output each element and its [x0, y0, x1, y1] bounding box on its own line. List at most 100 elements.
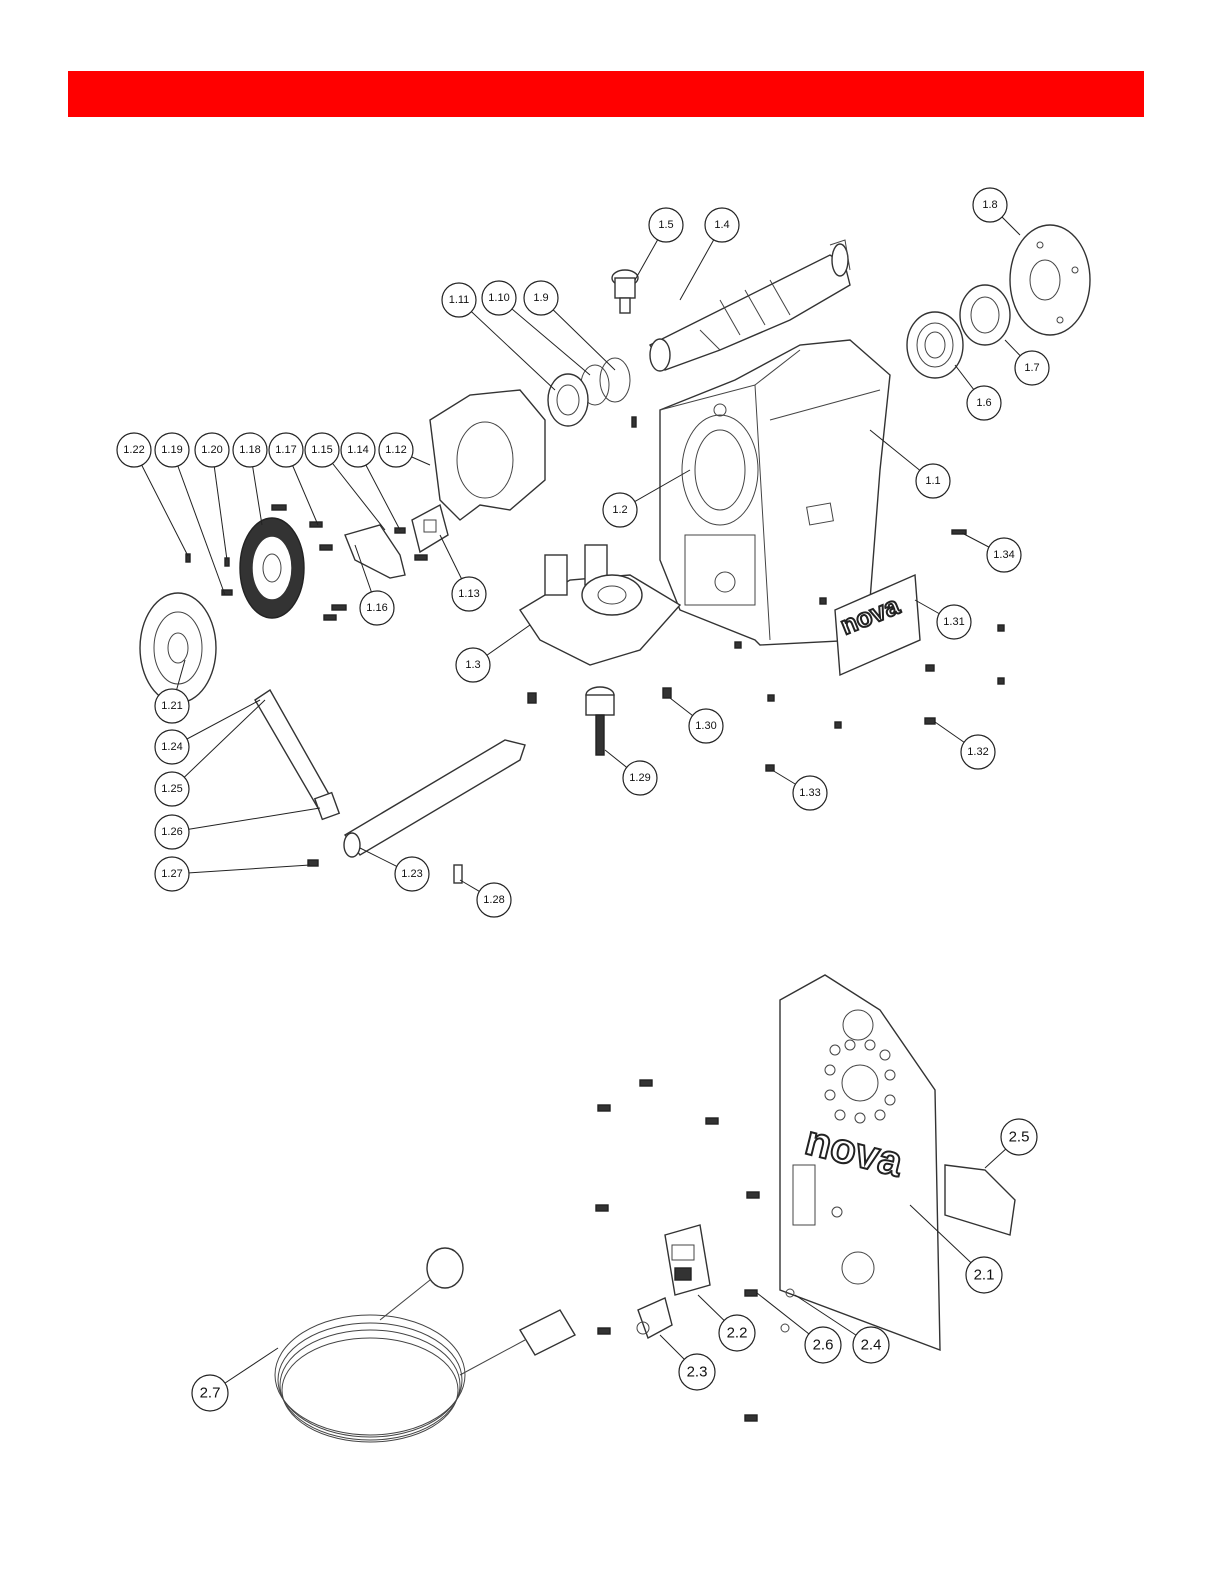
callout-1-27: 1.27 [155, 857, 189, 891]
callout-1-21: 1.21 [155, 689, 189, 723]
svg-text:1.24: 1.24 [161, 741, 182, 753]
part-circuit-breaker [637, 1298, 672, 1338]
svg-text:1.12: 1.12 [385, 444, 406, 456]
part-switch [412, 505, 448, 552]
part-housing [660, 340, 890, 645]
svg-text:1.6: 1.6 [976, 397, 991, 409]
part-bearing-rear [907, 312, 963, 378]
svg-text:1.34: 1.34 [993, 549, 1014, 561]
svg-text:1.27: 1.27 [161, 868, 182, 880]
svg-text:1.13: 1.13 [458, 588, 479, 600]
part-rear-cover [1010, 225, 1090, 335]
part-power-inlet [665, 1225, 710, 1295]
callout-1-33: 1.33 [793, 776, 827, 810]
part-shaft [344, 740, 525, 857]
svg-text:2.1: 2.1 [974, 1267, 995, 1284]
svg-text:1.7: 1.7 [1024, 362, 1039, 374]
part-rear-panel: nova [780, 975, 940, 1350]
callout-1-22: 1.22 [117, 433, 151, 467]
callout-1-34: 1.34 [987, 538, 1021, 572]
callout-1-12: 1.12 [379, 433, 413, 467]
svg-text:1.22: 1.22 [123, 444, 144, 456]
svg-text:1.11: 1.11 [449, 294, 470, 306]
callout-2-1: 2.1 [966, 1257, 1002, 1293]
svg-text:1.5: 1.5 [658, 219, 673, 231]
callout-1-16: 1.16 [360, 591, 394, 625]
callout-2-5: 2.5 [1001, 1119, 1037, 1155]
svg-text:1.18: 1.18 [239, 444, 260, 456]
svg-text:1.26: 1.26 [161, 826, 182, 838]
callout-1-15: 1.15 [305, 433, 339, 467]
callout-1-28: 1.28 [477, 883, 511, 917]
svg-text:1.16: 1.16 [366, 602, 387, 614]
svg-text:1.30: 1.30 [695, 720, 716, 732]
part-locking-knob [586, 687, 614, 755]
callout-2-4: 2.4 [853, 1327, 889, 1363]
headstock-assembly: nova [140, 225, 1090, 883]
callout-1-17: 1.17 [269, 433, 303, 467]
svg-text:1.31: 1.31 [943, 616, 964, 628]
part-index-wheel [240, 518, 304, 618]
svg-text:1.4: 1.4 [714, 219, 729, 231]
callout-1-7: 1.7 [1015, 351, 1049, 385]
callout-1-23: 1.23 [395, 857, 429, 891]
part-locking-collar [960, 285, 1010, 345]
callout-1-14: 1.14 [341, 433, 375, 467]
svg-text:1.1: 1.1 [925, 475, 940, 487]
svg-text:1.19: 1.19 [161, 444, 182, 456]
callout-2-3: 2.3 [679, 1354, 715, 1390]
callout-2-2: 2.2 [719, 1315, 755, 1351]
rear-panel-assembly: nova [275, 975, 1015, 1442]
svg-text:1.33: 1.33 [799, 787, 820, 799]
svg-text:2.5: 2.5 [1009, 1129, 1030, 1146]
svg-text:1.29: 1.29 [629, 772, 650, 784]
svg-text:1.21: 1.21 [161, 700, 182, 712]
callout-1-25: 1.25 [155, 772, 189, 806]
callout-1-18: 1.18 [233, 433, 267, 467]
callout-1-1: 1.1 [916, 464, 950, 498]
svg-text:1.20: 1.20 [201, 444, 222, 456]
part-index-pin [612, 270, 638, 313]
svg-text:2.2: 2.2 [727, 1325, 748, 1342]
svg-text:1.23: 1.23 [401, 868, 422, 880]
part-handle [255, 690, 339, 819]
callout-1-26: 1.26 [155, 815, 189, 849]
part-front-housing [430, 390, 545, 520]
svg-text:1.17: 1.17 [275, 444, 296, 456]
svg-text:1.3: 1.3 [465, 659, 480, 671]
svg-text:1.8: 1.8 [982, 199, 997, 211]
svg-text:1.10: 1.10 [488, 292, 509, 304]
callout-1-11: 1.11 [442, 283, 476, 317]
callout-1-32: 1.32 [961, 735, 995, 769]
callout-1-30: 1.30 [689, 709, 723, 743]
svg-text:1.2: 1.2 [612, 504, 627, 516]
callout-2-6: 2.6 [805, 1327, 841, 1363]
part-power-cord [275, 1248, 575, 1442]
callout-1-8: 1.8 [973, 188, 1007, 222]
svg-text:1.9: 1.9 [533, 292, 548, 304]
callout-1-29: 1.29 [623, 761, 657, 795]
callout-1-31: 1.31 [937, 605, 971, 639]
callout-1-6: 1.6 [967, 386, 1001, 420]
svg-text:2.7: 2.7 [200, 1385, 221, 1402]
svg-text:1.15: 1.15 [311, 444, 332, 456]
svg-text:1.32: 1.32 [967, 746, 988, 758]
callout-1-9: 1.9 [524, 281, 558, 315]
callout-1-13: 1.13 [452, 577, 486, 611]
callout-1-24: 1.24 [155, 730, 189, 764]
callout-1-2: 1.2 [603, 493, 637, 527]
callout-1-3: 1.3 [456, 648, 490, 682]
callout-2-7: 2.7 [192, 1375, 228, 1411]
callout-1-10: 1.10 [482, 281, 516, 315]
svg-text:1.14: 1.14 [347, 444, 368, 456]
part-control-board [520, 545, 680, 665]
svg-text:2.6: 2.6 [813, 1337, 834, 1354]
part-retaining-rings [548, 358, 630, 426]
callout-1-4: 1.4 [705, 208, 739, 242]
part-speed-board [945, 1165, 1015, 1235]
svg-text:1.25: 1.25 [161, 783, 182, 795]
svg-text:1.28: 1.28 [483, 894, 504, 906]
callout-1-20: 1.20 [195, 433, 229, 467]
callout-1-5: 1.5 [649, 208, 683, 242]
